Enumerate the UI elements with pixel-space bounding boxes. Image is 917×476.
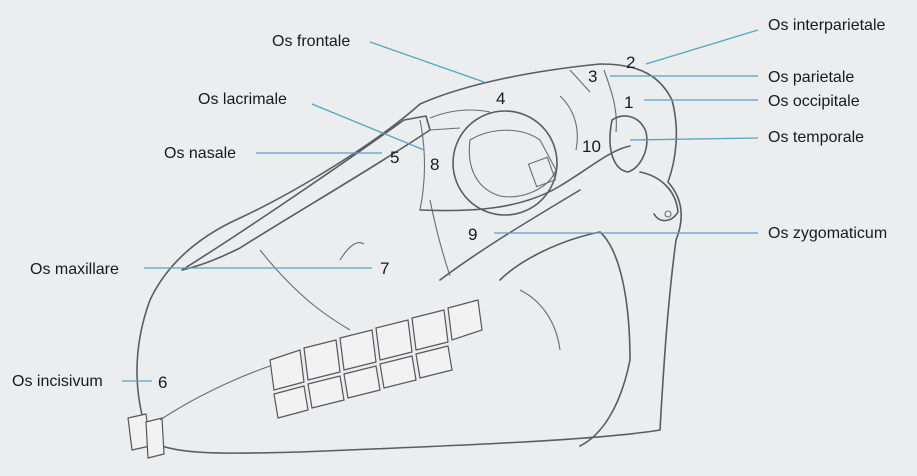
mandible-ramus xyxy=(520,290,560,350)
label-lacrimale: Os lacrimale xyxy=(198,91,287,108)
label-temporale: Os temporale xyxy=(768,129,864,146)
leader-interparietale xyxy=(646,30,758,64)
label-incisivum: Os incisivum xyxy=(12,373,103,390)
number-parietale: 3 xyxy=(588,67,597,86)
orbit xyxy=(453,111,557,215)
orbit-inner xyxy=(469,130,556,197)
incisors xyxy=(128,414,164,458)
maxilla-suture xyxy=(260,200,450,330)
number-maxillare: 7 xyxy=(380,259,389,278)
nasal-bone xyxy=(182,116,430,270)
zygomatic-arch xyxy=(420,146,630,280)
number-temporale: 10 xyxy=(582,137,601,156)
occipital-condyle xyxy=(640,172,678,221)
temporal-region xyxy=(610,116,647,172)
mandible-outline xyxy=(500,232,630,446)
label-parietale: Os parietale xyxy=(768,69,854,86)
number-nasale: 5 xyxy=(390,148,399,167)
number-incisivum: 6 xyxy=(158,373,167,392)
label-frontale: Os frontale xyxy=(272,33,350,50)
facial-crest xyxy=(340,243,364,260)
number-lacrimale: 8 xyxy=(430,155,439,174)
label-interparietale: Os interparietale xyxy=(768,17,885,34)
number-frontale: 4 xyxy=(496,89,505,108)
label-nasale: Os nasale xyxy=(164,145,236,162)
label-zygomaticum: Os zygomaticum xyxy=(768,225,887,242)
label-maxillare: Os maxillare xyxy=(30,261,119,278)
number-zygomaticum: 9 xyxy=(468,225,477,244)
condyle-hole xyxy=(665,211,671,217)
label-names: Os frontale Os interparietale Os parieta… xyxy=(12,17,887,390)
number-interparietale: 2 xyxy=(626,53,635,72)
leader-temporale xyxy=(630,138,758,140)
number-occipitale: 1 xyxy=(624,93,633,112)
label-occipitale: Os occipitale xyxy=(768,93,860,110)
diastema-ridge xyxy=(160,366,270,420)
leader-frontale xyxy=(370,42,484,82)
